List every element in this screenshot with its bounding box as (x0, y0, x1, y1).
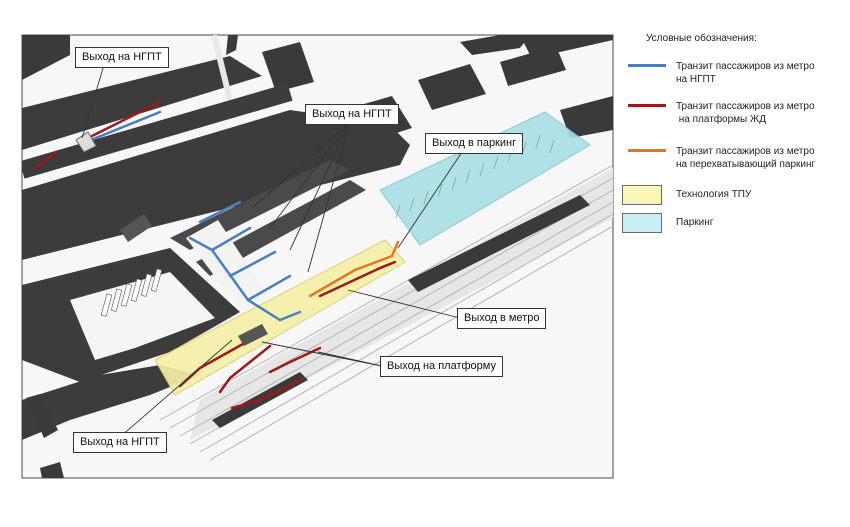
callout-parking-exit: Выход в паркинг (425, 133, 524, 154)
platform-building (408, 195, 590, 292)
callout-ngpt-top-left: Выход на НГПТ (75, 47, 169, 68)
legend-swatch (628, 104, 666, 107)
legend-label: Технология ТПУ (676, 189, 752, 200)
tpu-zone (154, 239, 406, 396)
building-bottom-corner (40, 462, 64, 478)
road-lower (22, 365, 200, 440)
legend-title: Условные обозначения: (646, 33, 757, 44)
legend-label: Транзит пассажиров из метро на платформы… (676, 101, 815, 125)
transit-metro-platforms (34, 100, 397, 410)
road-curve (211, 35, 233, 101)
callout-metro-exit: Выход в метро (457, 308, 547, 329)
road-middle (22, 110, 410, 260)
parked-buses (100, 268, 163, 317)
transit-metro-ngpt (84, 110, 302, 322)
bus-platform (186, 220, 268, 310)
building-center-2 (418, 64, 486, 110)
metro-entrance (238, 324, 268, 346)
callout-pointers (81, 64, 463, 438)
pavilion-1 (120, 214, 152, 242)
building-right-1 (500, 46, 566, 86)
legend-swatch (622, 213, 662, 233)
legend-label: Паркинг (676, 217, 714, 228)
callout-platform-exit: Выход на платформу (380, 356, 503, 377)
building-bottom-left (26, 394, 58, 438)
transit-metro-parking (308, 240, 400, 298)
callout-ngpt-center: Выход на НГПТ (305, 104, 399, 125)
legend-swatch (622, 185, 662, 205)
legend-swatch (628, 149, 666, 152)
pavilion-2 (75, 131, 97, 153)
road-upper (22, 56, 262, 150)
road-upper-lane (22, 83, 293, 179)
legend-swatch (628, 64, 666, 67)
building-right-2 (560, 96, 613, 138)
building-top-small (226, 35, 238, 55)
parking-lot-left (70, 272, 215, 360)
building-center-top (262, 42, 314, 92)
building-top-mid (460, 35, 530, 55)
parking-bays (395, 134, 555, 219)
building-top-left (22, 35, 70, 80)
callout-ngpt-bottom: Выход на НГПТ (73, 432, 167, 453)
